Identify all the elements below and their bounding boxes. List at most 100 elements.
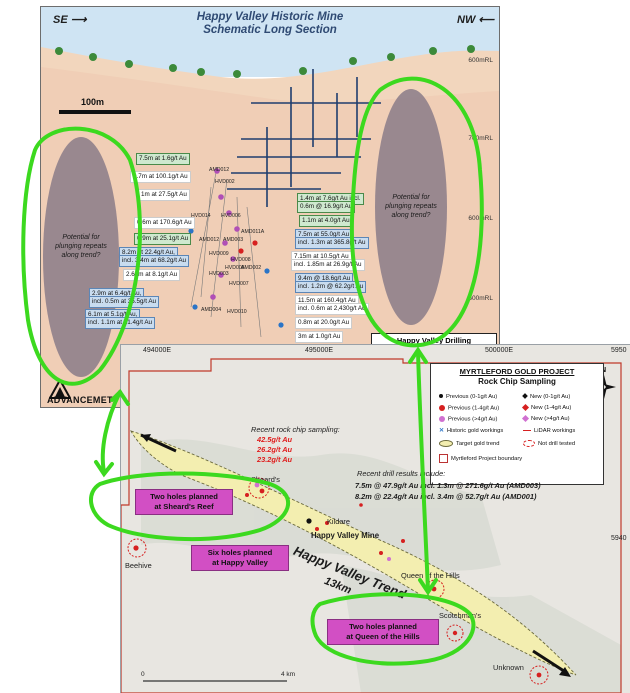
intercept-label: 0.8m at 20.0g/t Au bbox=[295, 317, 353, 329]
intercept-label: incl. 1.1m at 21.4g/t Au bbox=[85, 317, 156, 329]
highlight-ring-queen bbox=[310, 592, 476, 666]
plan-box-line: at Happy Valley bbox=[212, 558, 268, 567]
map-legend: MYRTLEFORD GOLD PROJECT Rock Chip Sampli… bbox=[430, 363, 604, 485]
sample-points bbox=[133, 482, 542, 678]
intercept-label: 7.5m at 1.6g/t Au bbox=[136, 153, 190, 165]
potential-text-left: Potential for plunging repeats along tre… bbox=[55, 234, 107, 259]
hole-id: HVD006 bbox=[221, 213, 241, 219]
legend-item-label: Previous (>4g/t Au) bbox=[448, 416, 498, 423]
section-subtitle: Schematic Long Section bbox=[203, 24, 337, 36]
hole-id: HVD007 bbox=[229, 281, 249, 287]
plan-box-line: Two holes planned bbox=[150, 492, 218, 501]
coord-label: 494000E bbox=[143, 347, 172, 354]
plan-box-line: Two holes planned bbox=[349, 622, 417, 631]
intercept-label: 0.9m at 25.1g/t Au bbox=[134, 233, 192, 245]
section-graphic bbox=[41, 7, 499, 407]
legend-item-label: Target gold trend bbox=[456, 441, 500, 448]
coord-label: 5950 bbox=[611, 347, 627, 354]
legend-item: ✕Historic gold workings bbox=[439, 428, 503, 435]
legend-title: MYRTLEFORD GOLD PROJECT bbox=[459, 367, 575, 376]
scale-start: 0 bbox=[141, 671, 145, 678]
legend-item: Previous (>4g/t Au) bbox=[439, 416, 497, 424]
rl-label-1: 600mRL bbox=[468, 57, 493, 64]
legend-item: LiDAR workings bbox=[523, 428, 575, 435]
place-scotchman: Scotchman's bbox=[439, 611, 482, 620]
hole-id: AMD012 bbox=[199, 237, 220, 243]
intercept-label: 3m at 1.0g/t Au bbox=[295, 331, 344, 343]
coord-label: 495000E bbox=[305, 347, 334, 354]
intercept-label: incl. 1.85m at 26.9g/t Au bbox=[291, 259, 365, 271]
intercept-label: 1.1m at 4.0g/t Au bbox=[299, 215, 353, 227]
highlight-arrowhead-left-top bbox=[110, 388, 130, 406]
coord-right: 5940 bbox=[611, 535, 627, 542]
black-dot-icon bbox=[439, 394, 443, 399]
rock-chip-value: 26.2g/t Au bbox=[257, 445, 293, 454]
company-logo: ADVANCEMET bbox=[47, 379, 167, 405]
logo-icon bbox=[49, 379, 71, 399]
target-trend bbox=[130, 430, 577, 676]
arrow-right-icon: ⟶ bbox=[70, 14, 87, 26]
se-label: SE bbox=[53, 14, 68, 26]
legend-item: Target gold trend bbox=[439, 440, 500, 448]
legend-item-label: New (0-1g/t Au) bbox=[530, 394, 571, 400]
plan-box-happy-valley: Six holes planned at Happy Valley bbox=[191, 545, 289, 571]
legend-item-label: LiDAR workings bbox=[534, 428, 576, 434]
legend-item: Previous (0-1g/t Au) bbox=[439, 394, 497, 401]
hole-id: AMD003 bbox=[223, 237, 244, 243]
rock-chip-heading: Recent rock chip sampling: bbox=[251, 425, 340, 434]
legend-item-label: New (>4g/t Au) bbox=[531, 416, 570, 423]
intercept-label: incl. 0.5m at 35.5g/t Au bbox=[89, 296, 160, 308]
plan-box-sheard: Two holes planned at Sheard's Reef bbox=[135, 489, 233, 515]
coord-label: 500000E bbox=[485, 347, 514, 354]
plan-box-line: at Sheard's Reef bbox=[154, 502, 214, 511]
place-beehive: Beehive bbox=[125, 561, 152, 570]
rock-chip-value: 23.2g/t Au bbox=[257, 455, 293, 464]
legend-item-label: Not drill tested bbox=[538, 441, 576, 448]
highlight-arrow-left bbox=[100, 390, 122, 474]
legend-item: Myrtleford Project boundary bbox=[439, 454, 522, 463]
hole-id: AMD011A bbox=[241, 229, 265, 235]
legend-item: New (>4g/t Au) bbox=[521, 414, 570, 423]
intercept-label: 0.6m @ 16.9g/t Au bbox=[297, 201, 356, 213]
direction-nw: NW ⟵ bbox=[457, 13, 494, 26]
section-title: Happy Valley Historic Mine bbox=[196, 11, 344, 23]
red-dot-icon bbox=[439, 405, 445, 411]
legend-item-label: Historic gold workings bbox=[446, 428, 504, 434]
legend-item-label: Previous (1-4g/t Au) bbox=[448, 405, 500, 412]
direction-se: SE ⟶ bbox=[53, 13, 87, 26]
legend-item-label: Myrtleford Project boundary bbox=[451, 456, 523, 463]
hole-id: HVD008 bbox=[231, 257, 251, 263]
boundary-box-icon bbox=[439, 454, 448, 463]
arrow-left-icon: ⟵ bbox=[478, 14, 495, 26]
highlight-arrowhead-right-bottom bbox=[418, 578, 438, 596]
highlight-ring-sheard bbox=[89, 471, 291, 542]
plan-box-line: at Queen of the Hills bbox=[346, 632, 420, 641]
highlight-ellipse-left bbox=[21, 126, 142, 386]
scale-bar bbox=[59, 110, 131, 114]
drill-heading: Recent drill results include: bbox=[357, 469, 446, 478]
rl-label-2: 700mRL bbox=[468, 135, 493, 142]
scale-end: 4 km bbox=[281, 671, 296, 678]
drill-result: 8.2m @ 22.4g/t Au incl. 3.4m @ 52.7g/t A… bbox=[355, 492, 537, 501]
dashed-ellipse-icon bbox=[523, 440, 535, 447]
legend-item-label: New (1-4g/t Au) bbox=[531, 405, 572, 412]
highlight-annotations bbox=[21, 76, 484, 666]
plan-box-queen: Two holes planned at Queen of the Hills bbox=[327, 619, 439, 645]
pink-dot-icon bbox=[439, 416, 445, 422]
highlight-arrow-right bbox=[416, 350, 430, 592]
hole-id: HVD010 bbox=[227, 309, 247, 315]
place-kildare: Kildare bbox=[327, 517, 351, 526]
place-happy-valley: Happy Valley Mine bbox=[311, 531, 380, 540]
line-icon bbox=[523, 429, 531, 431]
hole-id: HVD005 bbox=[225, 265, 245, 271]
place-unknown: Unknown bbox=[493, 663, 524, 672]
project-boundary bbox=[121, 358, 622, 693]
potential-ellipse-right bbox=[375, 89, 447, 325]
plan-box-line: Six holes planned bbox=[207, 548, 273, 557]
potential-text-right: Potential for plunging repeats along tre… bbox=[385, 194, 437, 219]
scale-label: 100m bbox=[81, 97, 105, 107]
legend-item: Previous (1-4g/t Au) bbox=[439, 405, 499, 413]
trees bbox=[55, 45, 475, 78]
mine-workings bbox=[227, 69, 381, 207]
